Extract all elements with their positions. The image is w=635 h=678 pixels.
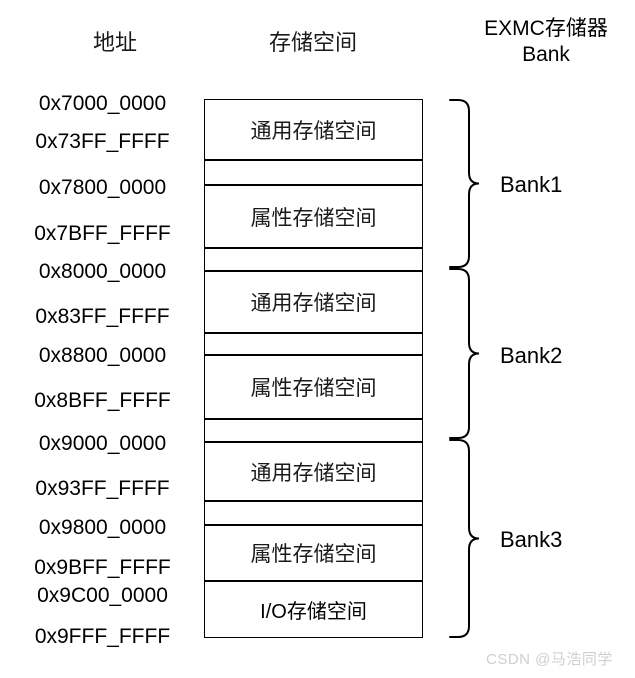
address-label: 0x8BFF_FFFF — [34, 389, 171, 412]
memory-region-label: 属性存储空间 — [250, 542, 377, 566]
address-label: 0x7000_0000 — [38, 92, 167, 115]
address-label: 0x83FF_FFFF — [35, 305, 170, 328]
address-label: 0x9800_0000 — [38, 516, 167, 539]
brace-path — [449, 439, 480, 638]
memory-region-row: 通用存储空间 — [204, 442, 423, 501]
csdn-watermark: CSDN @马浩同学 — [486, 651, 613, 668]
address-label: 0x8800_0000 — [38, 344, 167, 367]
address-label: 0x9BFF_FFFF — [34, 556, 171, 579]
memory-space-column-header: 存储空间 — [268, 30, 357, 55]
memory-region-label: 通用存储空间 — [250, 118, 377, 143]
memory-region-label: 属性存储空间 — [250, 376, 377, 400]
memory-region-row: 属性存储空间 — [204, 525, 423, 581]
memory-region-row: 属性存储空间 — [204, 185, 423, 248]
memory-map-table: 通用存储空间属性存储空间通用存储空间属性存储空间通用存储空间属性存储空间 I/O存… — [204, 99, 425, 638]
bank-brace — [449, 268, 480, 439]
memory-region-label: I/O存储空间 — [260, 601, 367, 623]
bank-column-header: EXMC存储器 Bank — [460, 16, 632, 67]
memory-region-label: 通用存储空间 — [250, 460, 377, 485]
bank-label: Bank1 — [500, 172, 563, 197]
memory-gap-row — [204, 160, 423, 185]
brace-path — [449, 268, 480, 439]
address-label: 0x73FF_FFFF — [35, 130, 170, 153]
memory-region-label: 属性存储空间 — [250, 205, 377, 230]
memory-region-row: 属性存储空间 — [204, 355, 423, 419]
memory-region-row: I/O存储空间 — [204, 581, 423, 638]
address-label: 0x7800_0000 — [38, 176, 167, 199]
address-column-header: 地址 — [92, 30, 137, 55]
bank-brace — [449, 99, 480, 268]
bank-label: Bank2 — [500, 343, 563, 368]
bank-brace — [449, 439, 480, 638]
bank-header-line-2: Bank — [522, 42, 570, 66]
address-column: 0x7000_0000 0x73FF_FFFF 0x7800_0000 0x7BFF_… — [10, 92, 195, 652]
memory-gap-row — [204, 248, 423, 271]
address-label: 0x9C00_0000 — [37, 584, 168, 607]
memory-region-row: 通用存储空间 — [204, 271, 423, 333]
bank-label: Bank3 — [500, 527, 563, 552]
address-label: 0x9FFF_FFFF — [34, 625, 171, 648]
memory-gap-row — [204, 333, 423, 355]
address-label: 0x7BFF_FFFF — [34, 222, 171, 245]
memory-gap-row — [204, 501, 423, 525]
memory-region-label: 通用存储空间 — [250, 291, 377, 315]
address-label: 0x93FF_FFFF — [35, 477, 170, 500]
address-label: 0x8000_0000 — [38, 260, 167, 283]
memory-gap-row — [204, 419, 423, 442]
brace-path — [449, 99, 480, 268]
memory-region-row: 通用存储空间 — [204, 99, 423, 160]
address-label: 0x9000_0000 — [38, 432, 167, 455]
bank-header-line-1: EXMC存储器 — [484, 17, 608, 40]
